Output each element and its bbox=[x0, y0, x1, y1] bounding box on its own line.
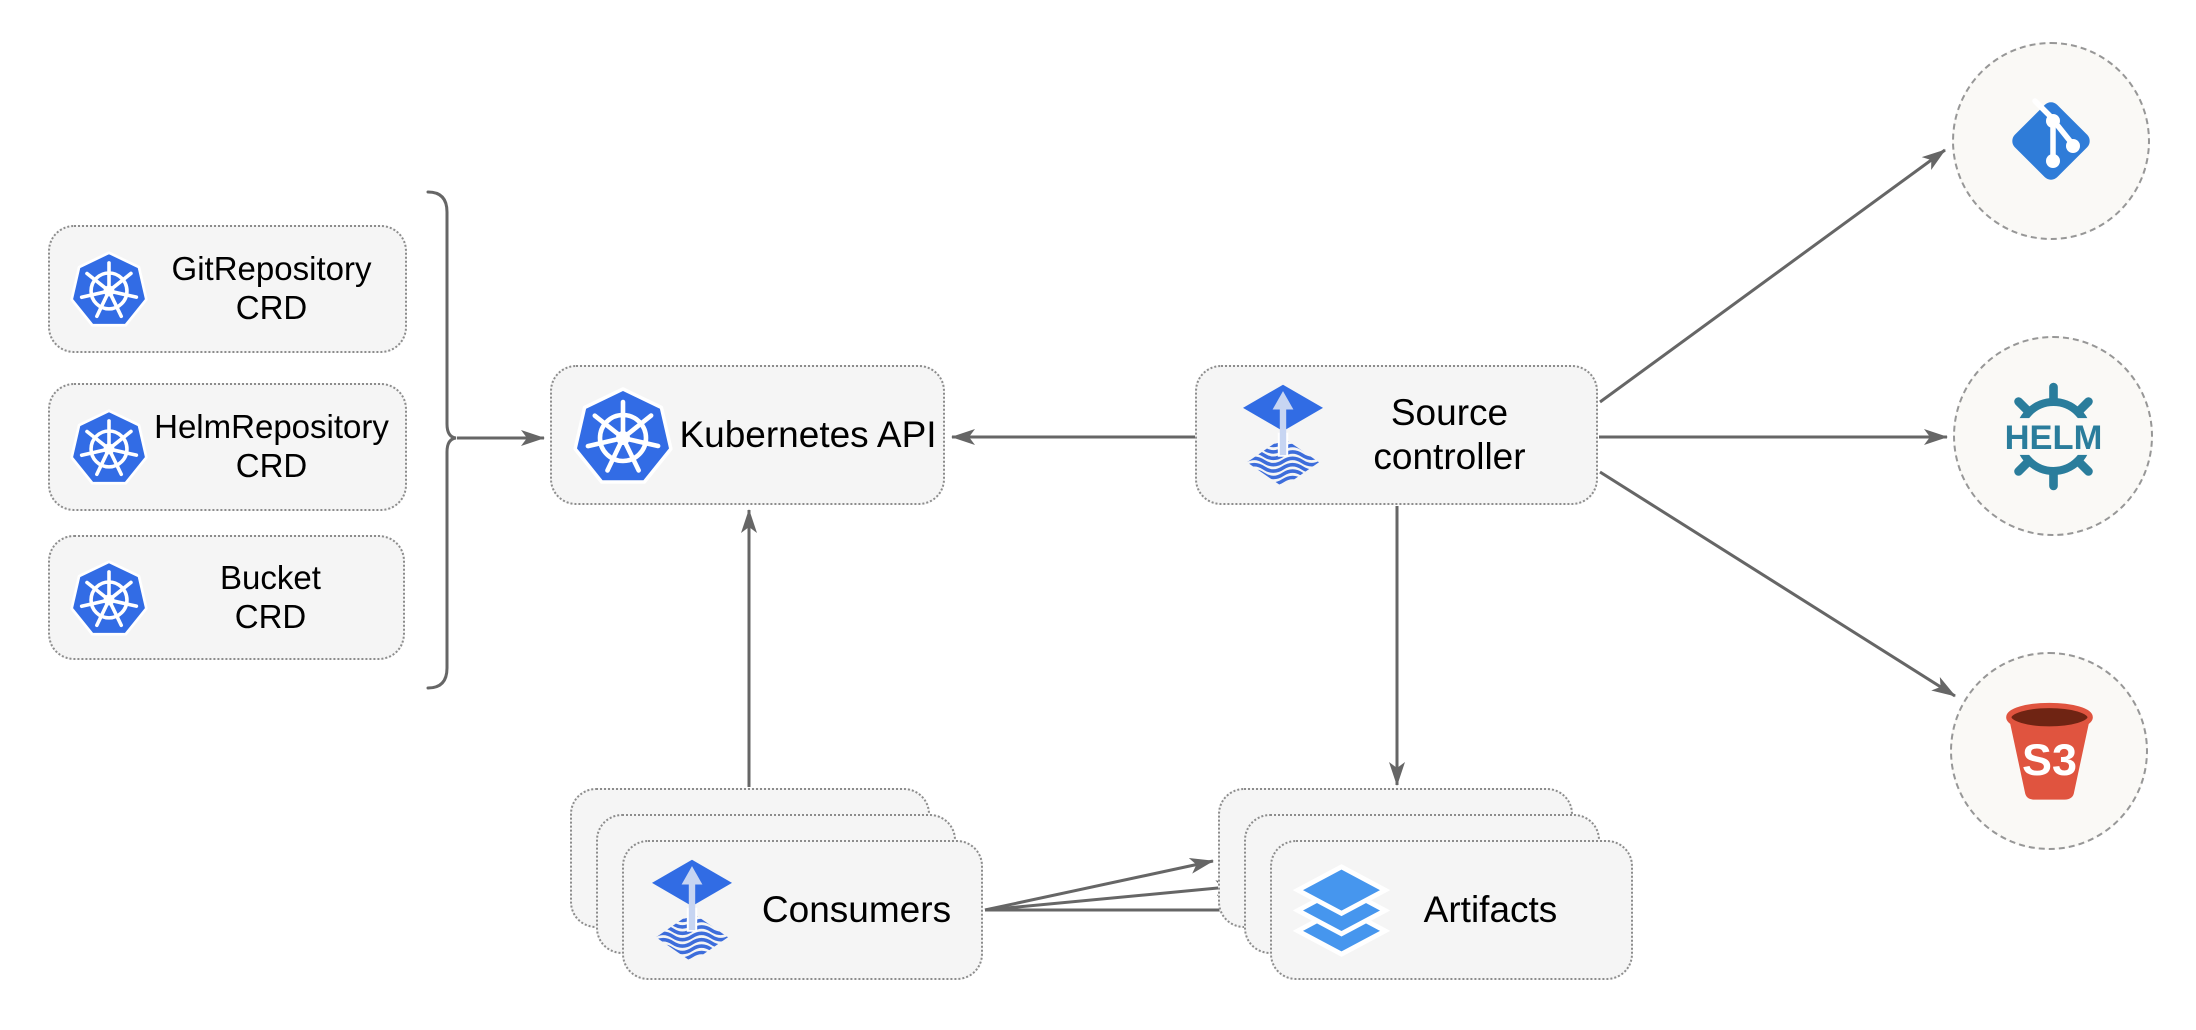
flux-icon bbox=[1243, 383, 1323, 488]
node-helmrepository-crd: HelmRepository CRD bbox=[48, 383, 407, 511]
helm-icon: HELM bbox=[1996, 379, 2111, 494]
arrow-consumers-to-artifacts-1 bbox=[984, 858, 1214, 912]
arrow-consumers-to-artifacts-2 bbox=[984, 880, 1240, 912]
circle-s3-source: S3 bbox=[1950, 652, 2148, 850]
node-label: Bucket CRD bbox=[220, 558, 321, 635]
arrow-source-controller-to-s3 bbox=[1599, 470, 1956, 698]
node-kubernetes-api: Kubernetes API bbox=[550, 365, 945, 505]
circle-git-source bbox=[1952, 42, 2150, 240]
node-gitrepository-crd: GitRepository CRD bbox=[48, 225, 407, 353]
s3-icon: S3 bbox=[1996, 698, 2103, 805]
node-source-controller: Source controller bbox=[1195, 365, 1598, 505]
layers-icon bbox=[1293, 863, 1390, 958]
node-label: HelmRepository CRD bbox=[154, 408, 389, 484]
node-label: GitRepository CRD bbox=[171, 250, 372, 326]
kubernetes-icon bbox=[573, 387, 673, 484]
helm-wordmark: HELM bbox=[2004, 419, 2102, 457]
node-label: Artifacts bbox=[1423, 889, 1558, 931]
node-label: Source controller bbox=[1373, 392, 1526, 477]
node-artifacts: Artifacts bbox=[1270, 840, 1633, 980]
flux-icon bbox=[652, 858, 732, 963]
circle-helm-source: HELM bbox=[1953, 336, 2153, 536]
kubernetes-icon bbox=[70, 559, 148, 636]
kubernetes-icon bbox=[70, 250, 148, 328]
node-bucket-crd: Bucket CRD bbox=[48, 535, 405, 660]
kubernetes-icon bbox=[70, 408, 148, 486]
s3-wordmark: S3 bbox=[2022, 734, 2077, 785]
bracket-crds bbox=[426, 190, 457, 690]
node-label: Consumers bbox=[761, 889, 952, 931]
node-label: Kubernetes API bbox=[679, 414, 937, 456]
arrow-source-controller-to-git bbox=[1599, 148, 1946, 404]
node-consumers: Consumers bbox=[622, 840, 983, 980]
git-icon bbox=[2001, 91, 2101, 191]
